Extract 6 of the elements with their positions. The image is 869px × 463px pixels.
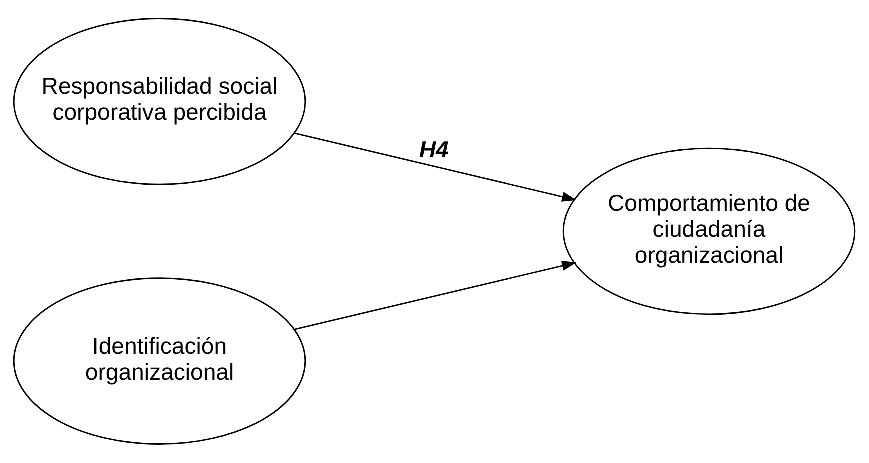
arrow bbox=[294, 132, 577, 202]
arrow bbox=[294, 261, 577, 330]
node-ellipse: Responsabilidad social corporativa percibida bbox=[13, 18, 306, 186]
node-ellipse: Comportamiento de ciudadanía organizacional bbox=[562, 148, 856, 316]
node-ellipse: Identificación organizacional bbox=[13, 278, 306, 445]
edge-label: H4 bbox=[419, 136, 449, 163]
